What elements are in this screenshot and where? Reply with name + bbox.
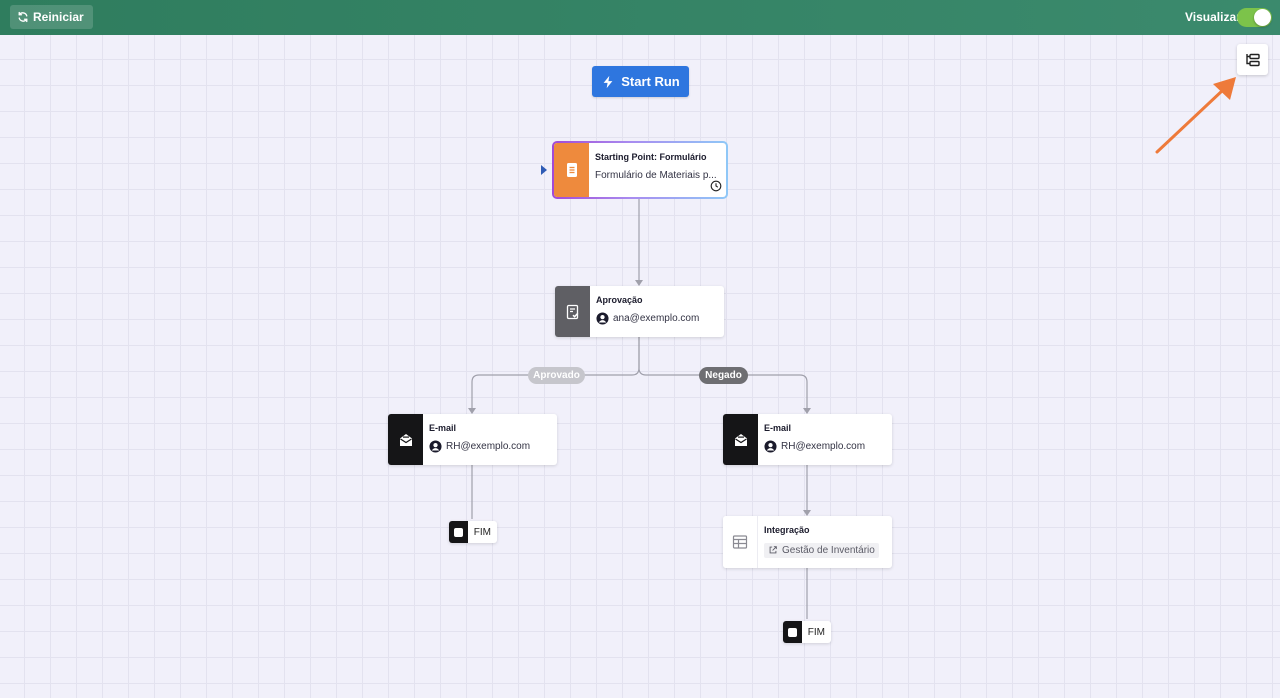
node-title: Aprovação <box>596 295 643 305</box>
node-title: E-mail <box>764 423 792 433</box>
end-label: FIM <box>807 626 825 638</box>
start-run-label: Start Run <box>621 74 680 89</box>
integration-link[interactable]: Gestão de Inventário <box>764 542 879 558</box>
recipient: RH@exemplo.com <box>429 440 557 453</box>
integration-link-label: Gestão de Inventário <box>782 544 875 556</box>
workflow-canvas[interactable] <box>0 35 1280 698</box>
reset-label: Reiniciar <box>33 10 84 24</box>
recipient-email: RH@exemplo.com <box>781 441 866 452</box>
top-bar: Reiniciar Visualizar <box>0 0 1280 35</box>
email-node-denied[interactable]: E-mail RH@exemplo.com <box>723 414 892 465</box>
integration-node[interactable]: Integração Gestão de Inventário <box>723 516 892 568</box>
start-marker-icon <box>541 165 547 175</box>
user-icon <box>596 312 609 325</box>
end-label: FIM <box>473 526 491 538</box>
reset-button[interactable]: Reiniciar <box>10 5 93 29</box>
visualize-toggle[interactable] <box>1237 8 1272 27</box>
lightning-icon <box>603 75 613 88</box>
node-title: E-mail <box>429 423 457 433</box>
visualize-label: Visualizar <box>1185 10 1241 24</box>
user-icon <box>764 440 777 453</box>
stop-icon <box>449 521 468 543</box>
start-run-button[interactable]: Start Run <box>592 66 689 97</box>
assignee-email: ana@exemplo.com <box>613 313 700 324</box>
toggle-knob <box>1254 9 1271 26</box>
stop-icon <box>783 621 802 643</box>
mail-icon <box>388 414 423 465</box>
refresh-icon <box>18 11 28 23</box>
node-subtitle: Formulário de Materiais p... <box>595 170 717 181</box>
form-icon <box>554 143 589 197</box>
mail-icon <box>723 414 758 465</box>
layout-icon <box>1245 53 1260 66</box>
branch-label-denied: Negado <box>699 367 748 384</box>
end-node-left[interactable]: FIM <box>449 521 497 543</box>
table-icon <box>723 516 758 568</box>
auto-layout-button[interactable] <box>1237 44 1268 75</box>
branch-label-approved: Aprovado <box>528 367 585 384</box>
assignee: ana@exemplo.com <box>596 312 724 325</box>
approval-icon <box>555 286 590 337</box>
start-node-formulario[interactable]: Starting Point: Formulário Formulário de… <box>552 141 728 199</box>
clock-icon[interactable] <box>710 180 722 192</box>
external-link-icon <box>769 546 777 554</box>
user-icon <box>429 440 442 453</box>
end-node-right[interactable]: FIM <box>783 621 831 643</box>
recipient: RH@exemplo.com <box>764 440 892 453</box>
email-node-approved[interactable]: E-mail RH@exemplo.com <box>388 414 557 465</box>
approval-node[interactable]: Aprovação ana@exemplo.com <box>555 286 724 337</box>
node-title: Integração <box>764 525 810 535</box>
recipient-email: RH@exemplo.com <box>446 441 531 452</box>
node-title: Starting Point: Formulário <box>595 152 707 162</box>
